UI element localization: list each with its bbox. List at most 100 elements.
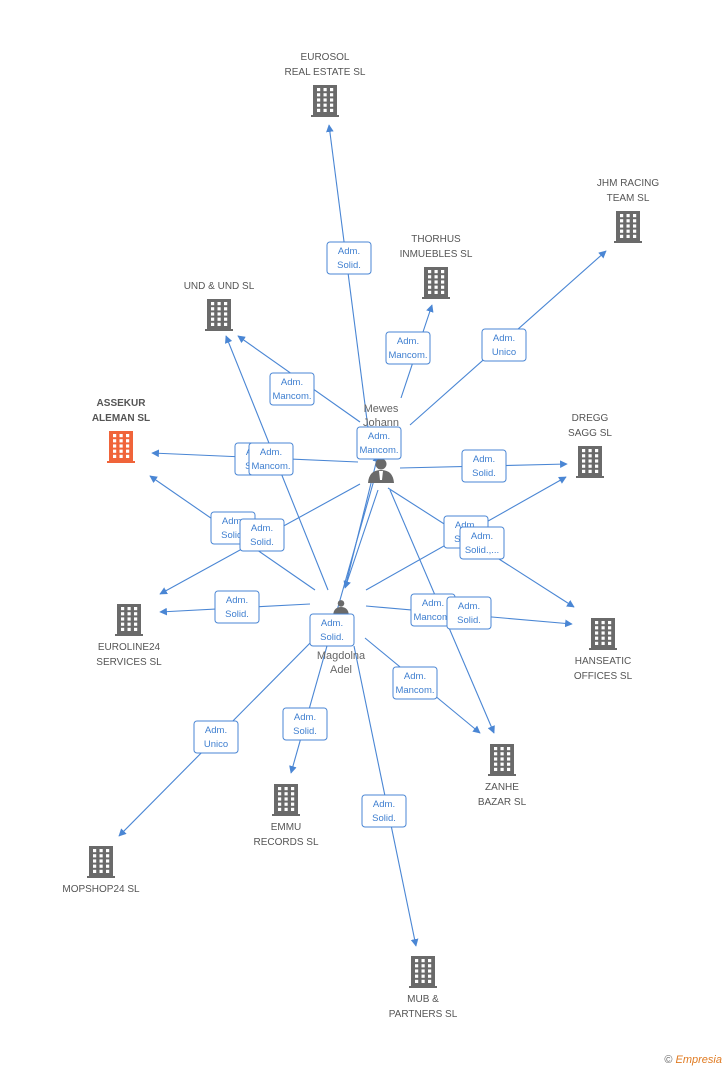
company-name: MUB &: [407, 994, 439, 1005]
edge-label-magdolna-euroline[interactable]: Adm.Solid.: [214, 590, 260, 624]
edge-label-text: Solid.: [337, 260, 361, 271]
company-name: ALEMAN SL: [92, 413, 150, 424]
edge-label-mewes-jhm[interactable]: Adm.Unico: [481, 328, 527, 362]
building-icon: [589, 618, 617, 650]
company-name: UND & UND SL: [184, 281, 255, 292]
edge-label-box: [361, 794, 407, 828]
edge-label-text: Adm.: [473, 454, 495, 465]
company-name: ASSEKUR: [97, 398, 147, 409]
edge-label-text: Solid.: [320, 632, 344, 643]
edge-label-text: Mancom.: [359, 445, 398, 456]
company-node-assekur[interactable]: ASSEKUR ALEMAN SL: [92, 398, 150, 463]
edge-label-box: [392, 666, 438, 700]
edge-label-mewes-zanhe[interactable]: Adm.Solid.: [446, 596, 492, 630]
edge-label-magdolna-und[interactable]: Adm.Solid.: [239, 518, 285, 552]
building-icon: [205, 299, 233, 331]
edge-label-box: [248, 442, 294, 476]
building-icon: [409, 956, 437, 988]
edge-label-mewes-thorhus[interactable]: Adm.Mancom.: [385, 331, 431, 365]
company-node-dregg[interactable]: DREGG SAGG SL: [568, 413, 612, 478]
edge-label-text: Mancom.: [413, 612, 452, 623]
edge-label-mewes-magdolna[interactable]: Adm. Solid.: [309, 613, 355, 647]
edge-label-box: [356, 426, 402, 460]
building-icon: [488, 744, 516, 776]
building-icon: [311, 85, 339, 117]
edge-label-text: Adm.: [471, 531, 493, 542]
edge-label-text: Adm.: [397, 336, 419, 347]
edge-label-text: Mancom.: [272, 391, 311, 402]
edge-label-text: Adm.: [368, 431, 390, 442]
edge-label-text: Adm.: [281, 377, 303, 388]
edge-label-magdolna-mub[interactable]: Adm. Solid.: [361, 794, 407, 828]
edge-label-mewes-dregg[interactable]: Adm.Solid.: [461, 449, 507, 483]
edge-label-text: Adm.: [205, 725, 227, 736]
copyright-icon: ©: [664, 1054, 673, 1066]
edge-mewes-magdolna: [343, 489, 379, 589]
building-icon: [614, 211, 642, 243]
edge-label-text: Mancom.: [395, 685, 434, 696]
edge-label-text: Mancom.: [251, 461, 290, 472]
edge-label-mewes-und[interactable]: Adm. Mancom.: [269, 372, 315, 406]
person-icon: [333, 600, 349, 615]
edge-label-text: Adm.: [404, 671, 426, 682]
edge-label-mewes-eurosol[interactable]: Adm.Solid.: [326, 241, 372, 275]
edge-label-box: [214, 590, 260, 624]
person-name: Johann: [363, 417, 399, 429]
company-name: REAL ESTATE SL: [285, 67, 366, 78]
edge-label-magdolna-mewes[interactable]: Adm. Mancom.: [356, 426, 402, 460]
edge-label-box: [385, 331, 431, 365]
company-name: DREGG: [572, 413, 609, 424]
edge-label-text: Unico: [204, 739, 228, 750]
company-name: JHM RACING: [597, 178, 659, 189]
edge-label-text: Adm.: [294, 712, 316, 723]
edge-label-box: [461, 449, 507, 483]
company-node-mopshop[interactable]: MOPSHOP24 SL: [62, 846, 140, 895]
edge-label-text: Adm.: [321, 618, 343, 629]
edge-label-magdolna-zanhe[interactable]: Adm. Mancom.: [392, 666, 438, 700]
building-icon: [87, 846, 115, 878]
edge-label-magdolna-assekur[interactable]: Adm.Mancom.: [248, 442, 294, 476]
person-icon: [368, 458, 394, 483]
edge-label-text: Solid.: [372, 813, 396, 824]
company-name: MOPSHOP24 SL: [62, 884, 140, 895]
edge-label-box: [481, 328, 527, 362]
edge-label-text: Adm.: [222, 516, 244, 527]
edge-label-text: Adm.: [373, 799, 395, 810]
company-name: SAGG SL: [568, 428, 612, 439]
person-name: Adel: [330, 664, 352, 676]
company-name: PARTNERS SL: [389, 1009, 458, 1020]
company-node-und[interactable]: UND & UND SL: [184, 281, 255, 331]
company-name: SERVICES SL: [96, 657, 162, 668]
company-name: ZANHE: [485, 782, 519, 793]
edge-mewes-eurosol: [326, 124, 369, 429]
brand-name: Empresia: [675, 1054, 722, 1066]
edge-label-magdolna-hanseatic[interactable]: Adm.Mancom.: [410, 593, 456, 627]
company-node-jhm[interactable]: JHM RACING TEAM SL: [597, 178, 659, 243]
edge-label-box: [282, 707, 328, 741]
company-name: INMUEBLES SL: [400, 249, 473, 260]
edge-label-text: Adm.: [455, 520, 477, 531]
edge-label-mewes-hanseatic[interactable]: Adm.Solid.,...: [459, 526, 505, 560]
edge-label-magdolna-mopshop[interactable]: Adm. Unico: [193, 720, 239, 754]
edge-label-box: [446, 596, 492, 630]
company-name: RECORDS SL: [253, 837, 318, 848]
company-name: TEAM SL: [607, 193, 650, 204]
company-node-mub[interactable]: MUB & PARTNERS SL: [389, 956, 458, 1020]
edge-label-mewes-emmu[interactable]: Adm.Solid.: [282, 707, 328, 741]
edge-label-text: Adm.: [458, 601, 480, 612]
watermark: © Empresia: [664, 1054, 722, 1066]
edge-label-box: [309, 613, 355, 647]
edge-label-box: [193, 720, 239, 754]
company-name: HANSEATIC: [575, 656, 632, 667]
edge-labels-layer: Adm.Solid.Adm.UnicoAdm.Mancom.Adm.Mancom…: [193, 241, 527, 828]
company-name: EUROLINE24: [98, 642, 161, 653]
